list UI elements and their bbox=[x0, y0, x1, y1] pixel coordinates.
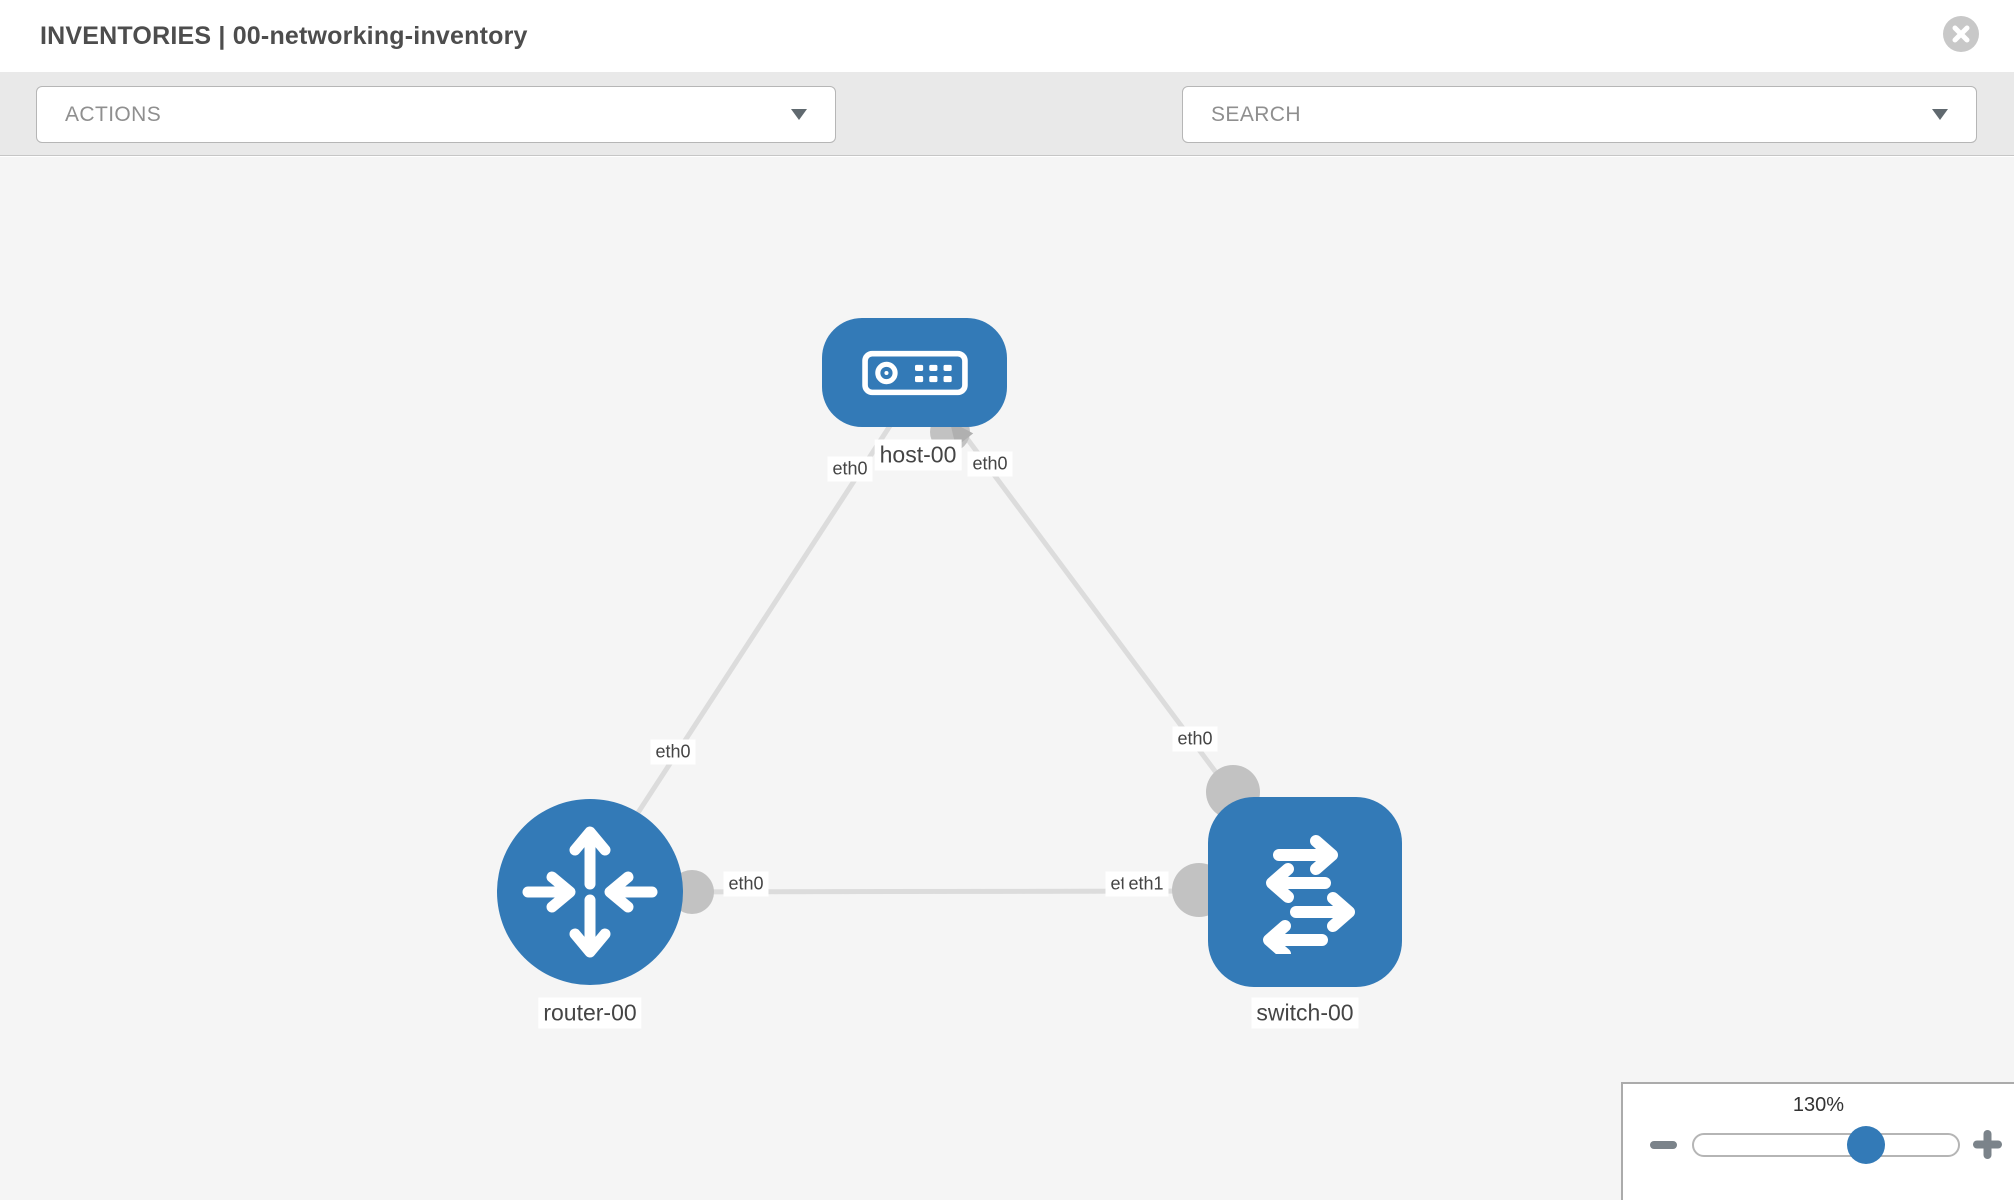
zoom-control-panel: 130% bbox=[1621, 1082, 2014, 1200]
header-bar: INVENTORIES | 00-networking-inventory bbox=[0, 0, 2014, 72]
actions-dropdown-label: ACTIONS bbox=[65, 102, 162, 126]
page-title: INVENTORIES | 00-networking-inventory bbox=[40, 22, 528, 50]
close-icon bbox=[1952, 25, 1970, 43]
node-host-00[interactable] bbox=[822, 318, 1007, 427]
interface-label: eth0 bbox=[650, 739, 696, 765]
topology-links-layer bbox=[609, 407, 1260, 917]
zoom-out-minus-icon[interactable] bbox=[1650, 1141, 1677, 1149]
search-dropdown-label: SEARCH bbox=[1211, 102, 1301, 126]
toolbar: ACTIONS SEARCH bbox=[0, 72, 2014, 203]
zoom-in-plus-icon[interactable] bbox=[1973, 1130, 2002, 1159]
zoom-level-value: 130% bbox=[1792, 1094, 1845, 1116]
chevron-down-icon bbox=[1932, 109, 1948, 120]
zoom-slider-track[interactable] bbox=[1692, 1133, 1960, 1157]
topology-canvas[interactable]: host-00 router-00 switch-00 eth0 eth0 et… bbox=[0, 157, 2014, 1200]
zoom-slider-thumb[interactable] bbox=[1847, 1126, 1885, 1164]
interface-label: eth0 bbox=[967, 451, 1013, 477]
server-icon bbox=[861, 350, 968, 395]
node-router-00[interactable] bbox=[497, 799, 683, 985]
node-switch-00[interactable] bbox=[1208, 797, 1402, 987]
node-label-host: host-00 bbox=[874, 439, 962, 471]
interface-label: eth1 bbox=[1123, 871, 1169, 897]
chevron-down-icon bbox=[791, 109, 807, 120]
router-arrows-icon bbox=[522, 826, 658, 958]
actions-dropdown[interactable]: ACTIONS bbox=[36, 86, 836, 143]
switch-arrows-icon bbox=[1263, 835, 1355, 954]
interface-label: eth0 bbox=[723, 871, 769, 897]
search-dropdown[interactable]: SEARCH bbox=[1182, 86, 1977, 143]
interface-label: eth0 bbox=[827, 456, 873, 482]
node-label-switch: switch-00 bbox=[1251, 997, 1359, 1029]
close-button[interactable] bbox=[1943, 16, 1979, 52]
interface-label: eth0 bbox=[1172, 726, 1218, 752]
node-label-router: router-00 bbox=[538, 997, 642, 1029]
